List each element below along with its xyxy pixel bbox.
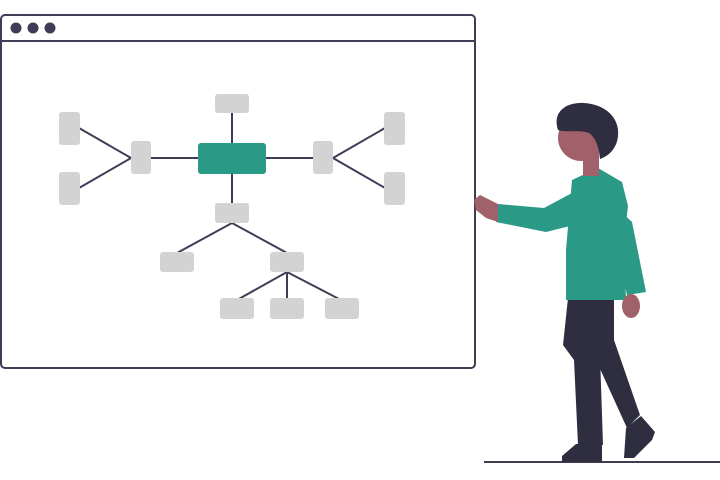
- close-dot-icon[interactable]: [10, 22, 22, 34]
- mindmap-node-left-top[interactable]: [59, 112, 80, 145]
- mindmap-node-left[interactable]: [131, 141, 151, 174]
- mindmap-central-node[interactable]: [198, 143, 266, 174]
- person-right-arm: [614, 205, 646, 295]
- person-back-leg: [592, 300, 640, 428]
- mindmap-node-left-bottom[interactable]: [59, 172, 80, 205]
- mindmap-node-middle[interactable]: [215, 203, 249, 223]
- person-front-shoe: [562, 444, 602, 462]
- minimize-dot-icon[interactable]: [27, 22, 39, 34]
- person-right-hand: [622, 294, 640, 318]
- browser-frame: [0, 14, 476, 369]
- person-torso: [566, 168, 628, 300]
- person-back-shoe: [624, 416, 655, 458]
- maximize-dot-icon[interactable]: [44, 22, 56, 34]
- person-hair: [556, 102, 619, 159]
- mindmap-leaf-2[interactable]: [270, 298, 304, 319]
- person-figure: [474, 102, 655, 462]
- mindmap-node-right-bottom[interactable]: [384, 172, 405, 205]
- browser-window: [0, 14, 476, 369]
- person-pointing-arm: [496, 193, 572, 232]
- mindmap-nodes: [59, 94, 405, 319]
- mindmap-node-right-top[interactable]: [384, 112, 405, 145]
- person-pointing-hand: [474, 195, 498, 222]
- mindmap-node-lower-right[interactable]: [270, 252, 304, 272]
- mindmap-node-right[interactable]: [313, 141, 333, 174]
- person-front-leg: [563, 298, 603, 445]
- mindmap-leaf-3[interactable]: [325, 298, 359, 319]
- mindmap-node-lower-left[interactable]: [160, 252, 194, 272]
- mindmap-leaf-1[interactable]: [220, 298, 254, 319]
- mindmap-connectors: [78, 113, 386, 301]
- mindmap-node-top[interactable]: [215, 94, 249, 113]
